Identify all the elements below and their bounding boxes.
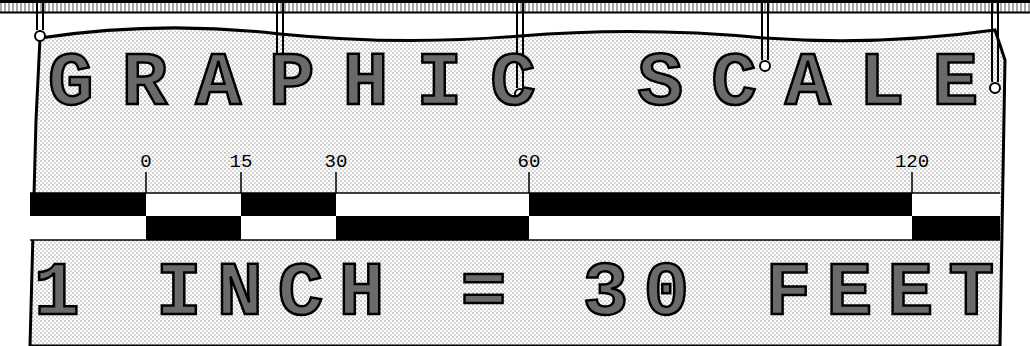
scale-tick-label: 15	[230, 153, 253, 172]
scale-caption: 1 INCH = 30 FEET	[34, 256, 1009, 332]
scale-tick-label: 0	[140, 153, 151, 172]
scale-tick-label: 120	[895, 153, 929, 172]
scale-title: GRAPHIC SCALE	[48, 46, 1006, 122]
rod	[0, 3, 1030, 12]
rod-top	[0, 0, 1030, 3]
scale-bar	[30, 172, 1000, 240]
rod-edge	[0, 12, 1030, 14]
scale-tick-label: 60	[518, 153, 541, 172]
scale-tick-label: 30	[325, 153, 348, 172]
